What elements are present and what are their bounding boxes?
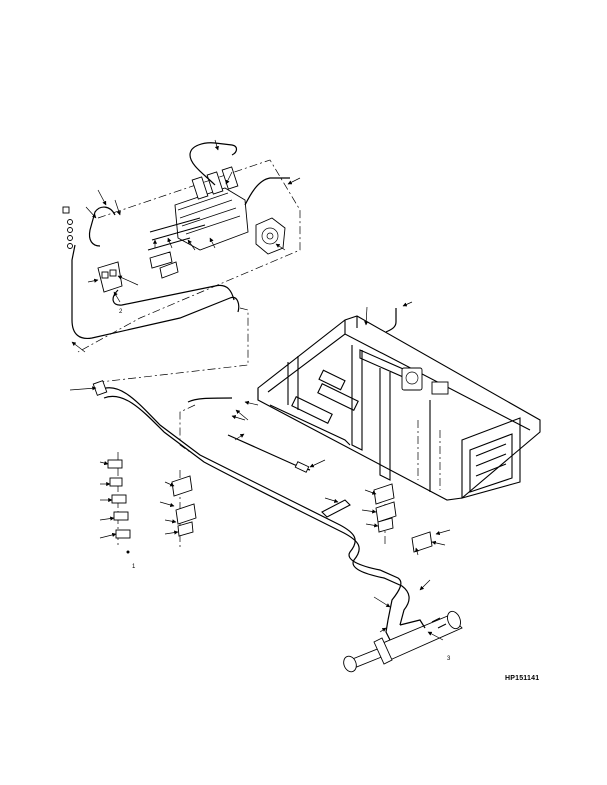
callout-3: 3: [447, 656, 451, 662]
callout-2: 2: [119, 309, 123, 315]
clamp-stack-right: [321, 483, 451, 556]
figure-reference-code: HP151141: [505, 675, 540, 682]
hose-routing: [69, 307, 410, 626]
control-valve-assembly: [62, 139, 301, 353]
clamp-stack-left: [99, 452, 131, 554]
hydraulic-cylinder: [343, 579, 463, 673]
clamp-stack-middle: [159, 470, 197, 548]
frame-housing: [257, 301, 541, 501]
callout-1: 1: [132, 564, 136, 570]
callout-labels: 1 2 3: [119, 309, 451, 662]
fitting-stack-left: [62, 206, 73, 249]
